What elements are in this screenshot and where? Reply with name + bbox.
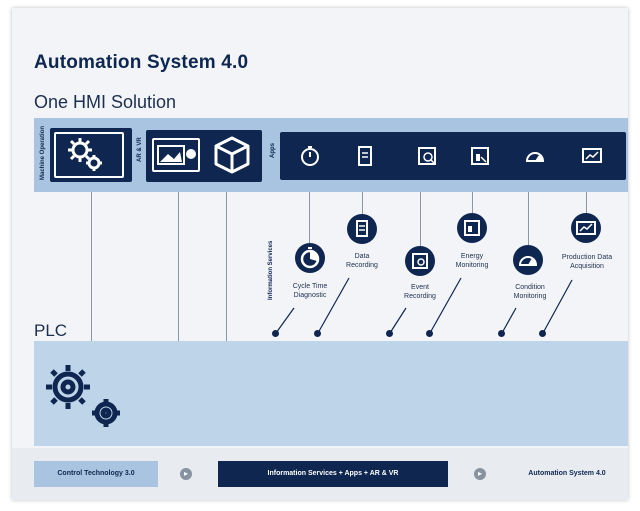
energy-chart-app-icon[interactable] (469, 145, 491, 167)
evolution-bar: Control Technology 3.0 ▸ Information Ser… (12, 448, 628, 500)
apps-box (280, 132, 626, 180)
document-icon[interactable] (347, 214, 377, 244)
apps-label: Apps (270, 143, 276, 158)
connector-line (226, 192, 227, 342)
stopwatch-app-icon[interactable] (299, 145, 321, 167)
machine-operation-screen (54, 132, 124, 178)
plc-band (34, 341, 628, 446)
energy-chart-icon[interactable] (457, 213, 487, 243)
ar-screen (152, 138, 200, 172)
step-information-services: Information Services + Apps + AR & VR (218, 461, 448, 487)
service-label-event-recording: Event Recording (404, 284, 436, 300)
arrow-icon: ▸ (180, 468, 192, 480)
connector-line (178, 192, 179, 342)
connector-dot (498, 330, 505, 337)
gears-icon (68, 138, 102, 171)
machine-operation-label: Machine Operation (40, 125, 46, 180)
page-title: Automation System 4.0 (34, 52, 249, 73)
connector-line (472, 192, 473, 222)
gauge-icon[interactable] (513, 245, 543, 275)
document-app-icon[interactable] (354, 145, 376, 167)
step-automation-system: Automation System 4.0 (528, 470, 606, 477)
connector-dot (386, 330, 393, 337)
connector-dot (539, 330, 546, 337)
stopwatch-icon[interactable] (295, 243, 325, 273)
connector-line (309, 192, 310, 254)
information-services-label: Information Services (268, 240, 274, 300)
image-screen-icon (157, 145, 196, 165)
connector-dot (314, 330, 321, 337)
ar-vr-box (146, 130, 262, 182)
slide: Automation System 4.0 One HMI Solution M… (12, 8, 628, 500)
connector-line (586, 192, 587, 222)
service-label-energy-monitoring: Energy Monitoring (455, 253, 489, 269)
event-chart-app-icon[interactable] (416, 145, 438, 167)
connector-dot (426, 330, 433, 337)
production-monitor-app-icon[interactable] (581, 145, 603, 167)
connector-line (420, 192, 421, 248)
service-label-condition-monitoring: Condition Monitoring (513, 284, 547, 300)
gauge-app-icon[interactable] (524, 145, 546, 167)
machine-operation-box (50, 128, 132, 182)
arrow-icon: ▸ (474, 468, 486, 480)
connector-line (528, 192, 529, 248)
service-label-cycle-time: Cycle Time Diagnostic (292, 283, 328, 299)
event-chart-icon[interactable] (405, 246, 435, 276)
service-label-data-recording: Data Recording (346, 253, 378, 269)
hmi-band: Machine Operation (34, 118, 628, 192)
service-label-production-data: Production Data Acquisition (561, 254, 613, 270)
page-subtitle: One HMI Solution (34, 92, 177, 112)
plc-label: PLC (34, 321, 68, 340)
connector-dot (272, 330, 279, 337)
production-monitor-icon[interactable] (571, 213, 601, 243)
connector-line (91, 192, 92, 342)
cube-icon (214, 136, 250, 174)
ar-vr-label: AR & VR (137, 137, 143, 162)
gears-icon (46, 365, 120, 427)
connector-line (362, 192, 363, 224)
step-control-technology: Control Technology 3.0 (34, 461, 158, 487)
